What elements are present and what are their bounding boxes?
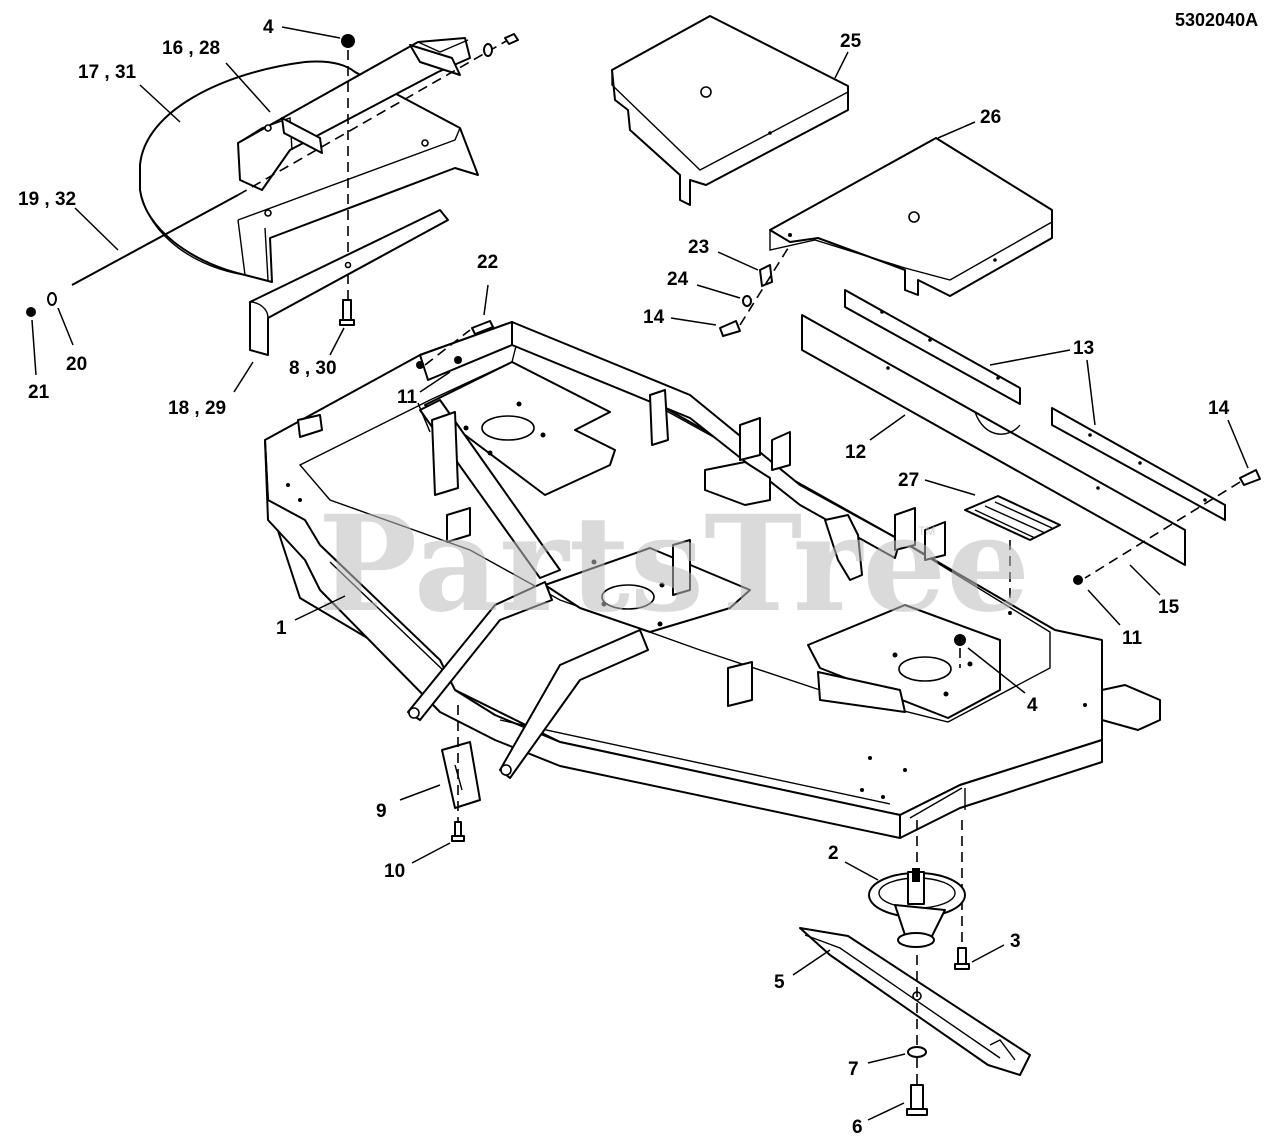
- spindle-bolt[interactable]: [954, 947, 970, 970]
- deflector-support-strap[interactable]: [249, 209, 449, 356]
- drawing-reference-number: 5302040A: [1175, 10, 1258, 30]
- callout-1: 1: [276, 618, 287, 639]
- watermark: PartsTree: [318, 487, 1030, 642]
- callout-27: 27: [898, 470, 919, 491]
- spindle-assembly[interactable]: [868, 820, 966, 948]
- callout-23: 23: [688, 237, 709, 258]
- skid[interactable]: [441, 705, 481, 830]
- callout-11-right: 11: [1122, 628, 1143, 649]
- callout-25: 25: [840, 31, 862, 52]
- baffle-plate[interactable]: [801, 314, 1186, 566]
- belt-shield-upper[interactable]: [611, 15, 849, 206]
- callout-19-32: 19 , 32: [18, 189, 76, 210]
- callout-22: 22: [477, 252, 498, 273]
- callout-26: 26: [980, 107, 1001, 128]
- shield-bolt[interactable]: [719, 244, 791, 337]
- callout-10: 10: [384, 861, 405, 882]
- baffle-strip-upper[interactable]: [844, 289, 1021, 405]
- shield-clip[interactable]: [759, 264, 773, 287]
- hinge-nut[interactable]: [26, 307, 36, 317]
- callout-14-right: 14: [1208, 398, 1230, 419]
- callout-7: 7: [848, 1059, 859, 1080]
- baffle-strip-right[interactable]: [1051, 407, 1226, 521]
- callout-18-29: 18 , 29: [168, 398, 226, 419]
- leader-lines: [31, 26, 1249, 1121]
- callout-4-deck: 4: [1027, 695, 1038, 716]
- callout-17-31: 17 , 31: [78, 62, 137, 83]
- callout-labels: 4 16 , 28 17 , 31 19 , 32 21 20 18 , 29 …: [18, 17, 1230, 1138]
- callout-4-top: 4: [263, 17, 274, 38]
- step-pad[interactable]: [964, 495, 1061, 605]
- rod-end-hardware: [483, 33, 519, 57]
- flange-nut-deck[interactable]: [954, 634, 966, 668]
- baffle-nut-right[interactable]: [1073, 575, 1083, 585]
- mower-blade[interactable]: [799, 927, 1031, 1076]
- callout-6: 6: [852, 1117, 863, 1138]
- hinge-washer[interactable]: [47, 292, 57, 306]
- blade-bolt[interactable]: [906, 1084, 928, 1116]
- shield-washer[interactable]: [742, 295, 752, 307]
- callout-9: 9: [376, 801, 387, 822]
- callout-11-left: 11: [397, 387, 418, 408]
- chute-hinge-bracket[interactable]: [237, 37, 471, 191]
- hanger-hardware[interactable]: [416, 320, 494, 369]
- callout-5: 5: [774, 972, 785, 993]
- callout-13: 13: [1073, 338, 1094, 359]
- belt-shield-lower[interactable]: [769, 137, 1053, 297]
- callout-8-30: 8 , 30: [289, 358, 337, 379]
- callout-20: 20: [66, 354, 87, 375]
- callout-21: 21: [28, 382, 50, 403]
- callout-3: 3: [1010, 931, 1021, 952]
- discharge-chute[interactable]: [139, 60, 479, 283]
- hinge-rod[interactable]: [71, 39, 509, 286]
- skid-bolt[interactable]: [451, 821, 465, 842]
- callout-24: 24: [667, 269, 689, 290]
- deck-housing[interactable]: [264, 321, 1161, 839]
- callout-2: 2: [828, 843, 839, 864]
- callout-12: 12: [845, 442, 866, 463]
- baffle-bolt-right[interactable]: [1084, 469, 1261, 579]
- watermark-trademark: TM: [918, 524, 935, 538]
- callout-14-left: 14: [643, 307, 665, 328]
- blade-washer[interactable]: [907, 1046, 927, 1085]
- callout-15: 15: [1158, 597, 1180, 618]
- strap-bolt[interactable]: [339, 299, 355, 326]
- callout-16-28: 16 , 28: [162, 38, 220, 59]
